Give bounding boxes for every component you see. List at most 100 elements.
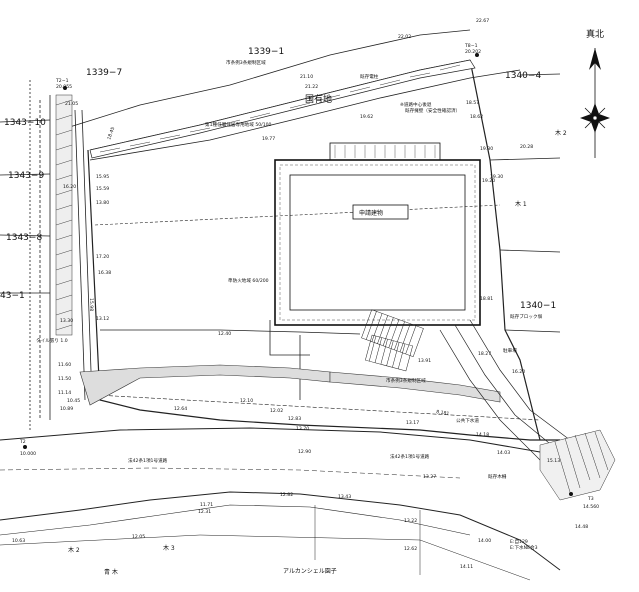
svg-text:12.83: 12.83 <box>288 416 301 422</box>
distance-1845: 18.45 <box>106 126 116 140</box>
svg-text:18.62: 18.62 <box>470 114 483 120</box>
top-retaining-wall <box>89 59 476 159</box>
svg-text:10.89: 10.89 <box>60 406 73 412</box>
bm-t3: T3 <box>587 496 594 502</box>
svg-text:16.20: 16.20 <box>512 369 525 375</box>
svg-text:22.02: 22.02 <box>398 34 411 40</box>
public-boundary-a: 市条例3条規制区域 <box>226 59 266 66</box>
svg-text:12.40: 12.40 <box>218 331 231 337</box>
lot-1340-1: 1340−1 <box>520 301 556 311</box>
tile-fence-label: タイル張り 1.0 <box>36 337 68 344</box>
svg-text:11.50: 11.50 <box>58 376 71 382</box>
svg-text:18.81: 18.81 <box>480 296 493 302</box>
bm-t8-1-val: 20.202 <box>465 49 481 55</box>
svg-text:15.59: 15.59 <box>96 186 109 192</box>
lot-1343-10: 1343−10 <box>4 118 46 128</box>
planned-building-label: 申請建物 <box>359 209 383 217</box>
retaining-safety-note: 既存擁壁（安全性確認済） <box>405 107 460 114</box>
svg-text:15.13: 15.13 <box>547 458 560 464</box>
road-sign-2: 法42条1項1号道路 <box>390 453 430 460</box>
svg-text:19.30: 19.30 <box>480 146 493 152</box>
lot-1339-1: 1339−1 <box>248 47 284 57</box>
svg-text:21.10: 21.10 <box>300 74 313 80</box>
wood1-label: 木 1 <box>515 200 527 208</box>
svg-text:10.63: 10.63 <box>12 538 25 544</box>
existing-pole-label: 既存電柱 <box>360 73 379 80</box>
svg-text:13.91: 13.91 <box>418 358 431 364</box>
national-land-label: 国有地 <box>305 93 332 105</box>
lot-1343-8: 1343−8 <box>6 233 42 243</box>
svg-text:13.70: 13.70 <box>296 426 309 432</box>
wood3-a-label: 木 3 <box>163 544 175 552</box>
left-slope-hatch <box>55 94 73 336</box>
svg-text:21.22: 21.22 <box>305 84 318 90</box>
svg-text:12.64: 12.64 <box>174 406 187 412</box>
wood2-bottom-label: 木 2 <box>68 546 80 554</box>
parking-label: 駐車場 <box>503 347 517 354</box>
setback-note: ※道路中心後退 <box>400 101 432 108</box>
lot-1339-7: 1339−7 <box>86 68 122 78</box>
svg-text:11.60: 11.60 <box>58 362 71 368</box>
svg-text:18.57: 18.57 <box>466 100 479 106</box>
bm-t2: T2 <box>19 439 26 445</box>
svg-text:19.30: 19.30 <box>490 174 503 180</box>
distance-8181: 8.181 <box>436 409 450 417</box>
svg-text:21.05: 21.05 <box>65 101 78 107</box>
svg-text:12.02: 12.02 <box>270 408 283 414</box>
svg-text:15.95: 15.95 <box>96 174 109 180</box>
north-arrow <box>580 48 610 158</box>
svg-text:13.80: 13.80 <box>96 200 109 206</box>
south-retaining-wall <box>79 364 501 406</box>
svg-text:12.10: 12.10 <box>240 398 253 404</box>
svg-text:18.27: 18.27 <box>478 351 491 357</box>
distance-1598: 15.98 <box>88 298 94 311</box>
svg-text:11.71: 11.71 <box>200 502 213 508</box>
svg-text:11.14: 11.14 <box>58 390 71 396</box>
aoki-label: 青 木 <box>104 568 118 576</box>
planned-building <box>274 142 481 326</box>
svg-text:13.27: 13.27 <box>423 474 436 480</box>
bm-t2-1-val: 20.055 <box>56 84 72 90</box>
svg-text:17.20: 17.20 <box>96 254 109 260</box>
benchmark-markers <box>23 53 573 496</box>
lot-1343-9: 1343−9 <box>8 171 44 181</box>
svg-text:14.00: 14.00 <box>478 538 491 544</box>
svg-text:19.77: 19.77 <box>262 136 275 142</box>
svg-text:19.20: 19.20 <box>482 178 495 184</box>
svg-text:14.03: 14.03 <box>497 450 510 456</box>
bm-t3-val: 14.560 <box>583 504 599 510</box>
boundary-lines <box>0 29 561 441</box>
svg-text:14.18: 14.18 <box>476 432 489 438</box>
elevation-levels: 22.67 22.02 21.10 21.05 21.22 19.62 19.7… <box>12 18 588 570</box>
svg-text:14.11: 14.11 <box>460 564 473 570</box>
svg-text:22.67: 22.67 <box>476 18 489 24</box>
zoning-residential-label: 第1種低層住居専用地域 50/100 <box>205 121 272 128</box>
lot-1343-1: 43−1 <box>0 291 25 301</box>
svg-text:12.82: 12.82 <box>280 492 293 498</box>
svg-text:19.62: 19.62 <box>360 114 373 120</box>
svg-text:13.30: 13.30 <box>60 318 73 324</box>
svg-text:12.05: 12.05 <box>132 534 145 540</box>
wood-fence-label: 既存木柵 <box>488 473 507 480</box>
bm-e-label: E:自129 <box>510 538 528 545</box>
svg-text:13.17: 13.17 <box>406 420 419 426</box>
manhole-label: 公共下水道 <box>456 417 479 424</box>
bm-e-label2: E:下水NE合3 <box>510 544 538 551</box>
svg-text:12.90: 12.90 <box>298 449 311 455</box>
zoning-fireproof-label: 準防火地域 60/200 <box>228 277 269 284</box>
true-north-label: 真北 <box>586 28 604 40</box>
road-sign-1: 法42条1項1号道路 <box>128 457 168 464</box>
svg-text:12.31: 12.31 <box>198 509 211 515</box>
bm-t8-1: T8−1 <box>464 43 478 49</box>
svg-text:12.62: 12.62 <box>404 546 417 552</box>
svg-text:13.43: 13.43 <box>338 494 351 500</box>
public-boundary-b: 市条例3条規制区域 <box>386 377 426 384</box>
road <box>0 427 561 581</box>
lot-1340-4: 1340−4 <box>505 71 541 81</box>
bm-t2-val: 10.000 <box>20 451 36 457</box>
block-fence-label: 既存ブロック塀 <box>510 313 543 320</box>
svg-text:20.28: 20.28 <box>520 144 533 150</box>
stair-blocks <box>361 309 424 372</box>
svg-text:16.20: 16.20 <box>63 184 76 190</box>
